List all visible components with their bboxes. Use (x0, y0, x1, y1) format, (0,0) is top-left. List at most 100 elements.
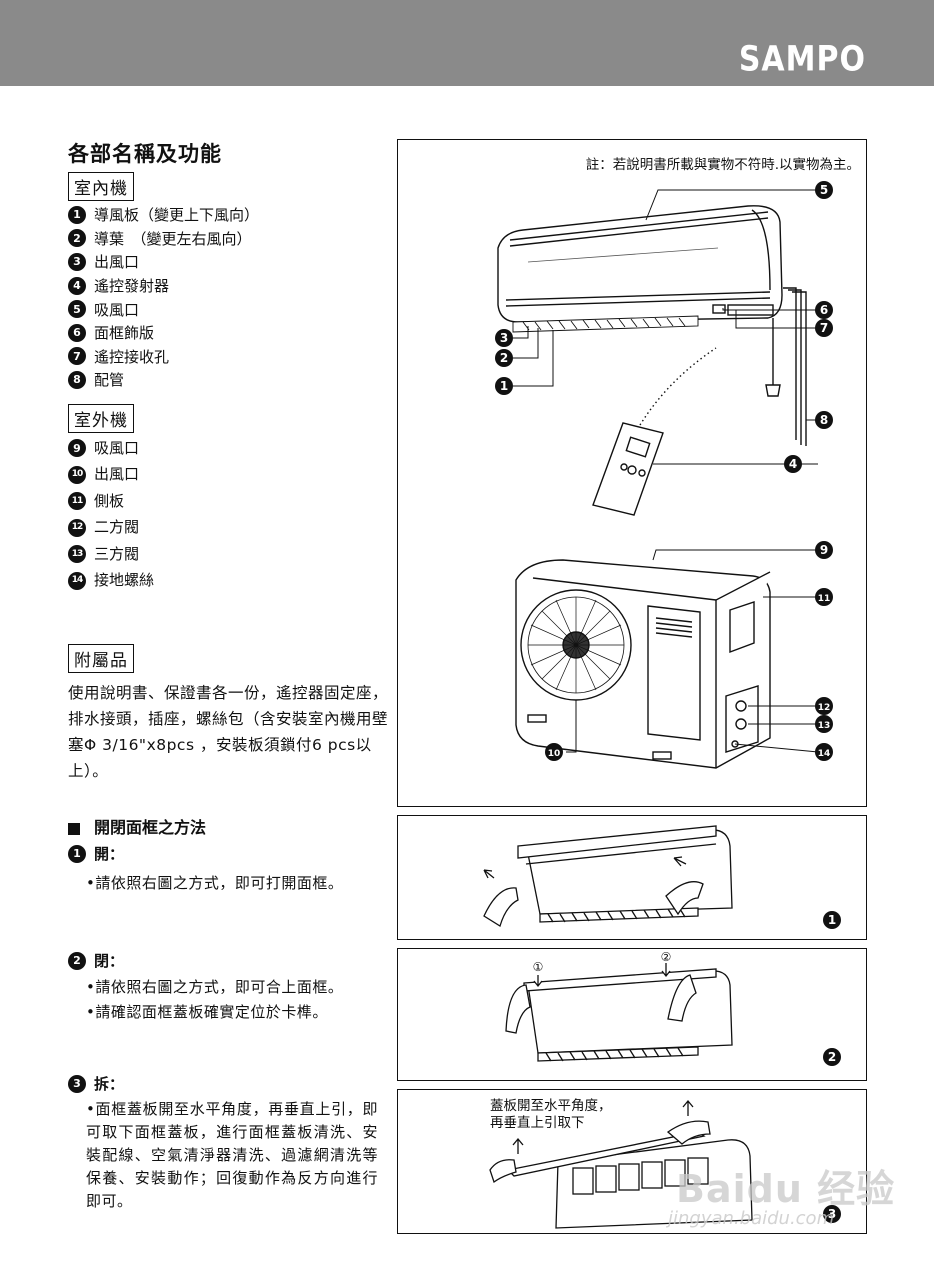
callout-circle (815, 411, 833, 429)
step-1-heading: 1 開： (68, 843, 124, 864)
callout-number: 14 (818, 749, 831, 759)
remove-diagram: 蓋板開至水平角度， 再垂直上引取下 3 (489, 1098, 841, 1229)
panel-3-number-circle (823, 1205, 841, 1223)
callout-circle (815, 697, 833, 715)
open-unit-drawing (483, 825, 733, 928)
indoor-part-number-badge: 5 (68, 300, 86, 319)
outdoor-part-item: 13 三方閥 (68, 541, 154, 568)
remove-caption-line-2: 再垂直上引取下 (490, 1115, 585, 1131)
step-2-heading: 2 閉： (68, 950, 124, 971)
outdoor-part-item: 11 側板 (68, 488, 154, 515)
indoor-part-label: 遙控發射器 (94, 277, 170, 296)
header-bar: SAMPO (0, 0, 934, 86)
callout-circle (815, 715, 833, 733)
callout-number: 1 (500, 379, 508, 393)
indoor-part-label: 面框飾版 (94, 324, 155, 343)
indoor-part-item: 3 出風口 (68, 250, 259, 274)
callout-number: 12 (818, 703, 831, 713)
accessories-text: 使用說明書、保證書各一份，遙控器固定座，排水接頭，插座，螺絲包（含安裝室內機用壁… (68, 684, 389, 780)
outdoor-part-label: 三方閥 (94, 544, 140, 563)
callout-number: 2 (500, 351, 508, 365)
close-diagram: ① ② 2 (505, 950, 841, 1066)
close-mark-1: ① (533, 960, 544, 974)
panel-2-number-circle (823, 1048, 841, 1066)
callout-circle (495, 329, 513, 347)
outdoor-label: 室外機 (68, 404, 134, 433)
indoor-part-label: 出風口 (94, 253, 140, 272)
open-diagram: 1 (483, 825, 841, 929)
panel-1-number: 1 (828, 913, 836, 927)
step-1-label: 開： (94, 845, 125, 863)
outdoor-part-label: 吸風口 (94, 438, 140, 457)
indoor-part-number-badge: 8 (68, 370, 86, 389)
callout-circle (784, 455, 802, 473)
indoor-part-number-badge: 2 (68, 229, 86, 248)
panel-2-number: 2 (828, 1050, 836, 1064)
indoor-part-item: 4 遙控發射器 (68, 274, 259, 298)
callout-circle (815, 541, 833, 559)
indoor-part-label: 導風板（變更上下風向） (94, 206, 260, 225)
outdoor-part-number-badge: 12 (68, 518, 86, 537)
indoor-unit-drawing (497, 205, 807, 446)
outdoor-part-label: 接地螺絲 (94, 571, 155, 590)
diagram-note: 註：若說明書所載與實物不符時.以實物為主。 (586, 156, 860, 173)
step-2-label: 閉： (94, 952, 125, 970)
accessories-label: 附屬品 (68, 644, 134, 673)
indoor-part-label: 遙控接收孔 (94, 347, 170, 366)
remove-caption-line-1: 蓋板開至水平角度， (490, 1098, 612, 1114)
step-1-number: 1 (68, 844, 86, 863)
outdoor-part-label: 側板 (94, 491, 125, 510)
indoor-part-number-badge: 4 (68, 276, 86, 295)
remove-unit-drawing (489, 1099, 753, 1229)
close-mark-2: ② (661, 950, 672, 964)
outdoor-part-number-badge: 13 (68, 545, 86, 564)
callout-number: 7 (820, 321, 828, 335)
callout-number: 5 (820, 183, 828, 197)
open-panel: 1 (397, 815, 867, 940)
indoor-part-label: 吸風口 (94, 300, 140, 319)
panel-3-number: 3 (828, 1207, 836, 1221)
step-3-label: 拆： (94, 1075, 125, 1093)
callout-circle (815, 319, 833, 337)
callout-circle (815, 181, 833, 199)
close-unit-drawing (505, 963, 733, 1062)
step-2-bullet-1: •請依照右圖之方式，即可合上面框。 (86, 978, 344, 996)
outdoor-part-number-badge: 10 (68, 465, 86, 484)
callout-number: 4 (789, 457, 797, 471)
callout-number: 11 (818, 594, 831, 604)
remove-panel: 蓋板開至水平角度， 再垂直上引取下 3 (397, 1089, 867, 1234)
callout-circle (815, 743, 833, 761)
callout-number: 13 (818, 721, 831, 731)
outdoor-part-item: 12 二方閥 (68, 515, 154, 542)
method-title-text: 開閉面框之方法 (94, 818, 207, 837)
indoor-part-number-badge: 7 (68, 347, 86, 366)
indoor-label: 室內機 (68, 172, 134, 201)
remote-control-drawing (592, 347, 717, 516)
callout-number: 6 (820, 303, 828, 317)
callout-number: 10 (548, 749, 561, 759)
callout-circle (815, 588, 833, 606)
panel-1-number-circle (823, 911, 841, 929)
outdoor-part-number-badge: 9 (68, 439, 86, 458)
parts-diagram: 註：若說明書所載與實物不符時.以實物為主。 (495, 156, 860, 769)
step-2-number: 2 (68, 951, 86, 970)
leader-lines (513, 189, 819, 753)
callout-circle (495, 377, 513, 395)
indoor-part-number-badge: 3 (68, 252, 86, 271)
callout-number: 3 (500, 331, 508, 345)
callout-number: 9 (820, 543, 828, 557)
indoor-part-number-badge: 6 (68, 323, 86, 342)
indoor-part-item: 6 面框飾版 (68, 321, 259, 345)
outdoor-part-number-badge: 11 (68, 492, 86, 511)
outdoor-part-label: 二方閥 (94, 518, 140, 537)
callout-circle (545, 743, 563, 761)
watermark-logo: Baidu 经验 (676, 1167, 896, 1211)
